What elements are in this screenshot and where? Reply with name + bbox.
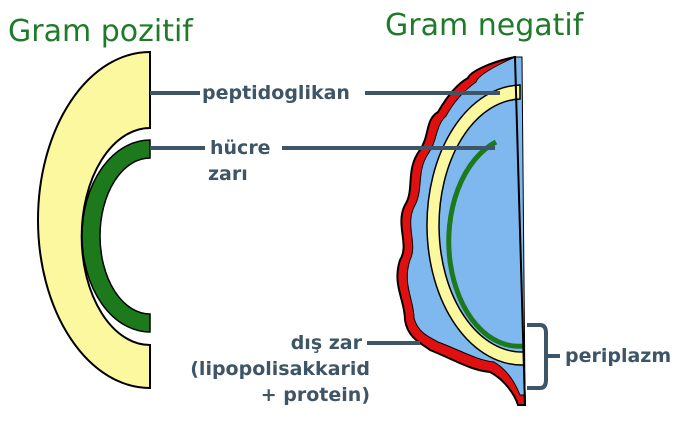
- gn-section-edge: [514, 56, 526, 406]
- label-outer-membrane-3: + protein): [260, 384, 370, 406]
- label-periplasm: periplazm: [565, 345, 672, 367]
- gram-positive-title: Gram pozitif: [8, 14, 193, 49]
- label-outer-membrane-2: (lipopolisakkarid: [190, 358, 370, 380]
- leader-lines: [150, 91, 560, 390]
- gn-cell-membrane: [446, 139, 525, 349]
- label-cell-membrane-1: hücre: [210, 137, 271, 159]
- gp-peptidoglycan-layer: [37, 50, 151, 390]
- label-outer-membrane-1: dış zar: [290, 332, 362, 354]
- gram-negative-title: Gram negatif: [385, 8, 584, 43]
- label-cell-membrane-2: zarı: [208, 163, 248, 185]
- label-peptidoglycan: peptidoglikan: [202, 82, 350, 104]
- gp-cell-membrane: [81, 139, 151, 333]
